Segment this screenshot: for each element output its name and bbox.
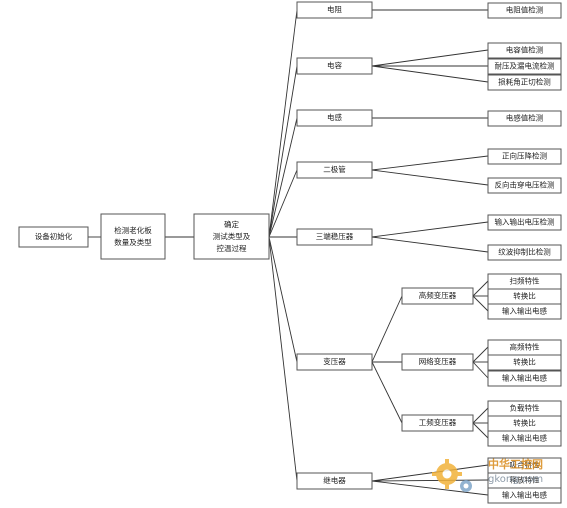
svg-text:输入输出电感: 输入输出电感: [502, 373, 547, 383]
svg-text:继电器: 继电器: [323, 475, 346, 485]
edge-to-diode: [268, 169, 298, 238]
node-pf-transformer: 工频变压器: [401, 414, 474, 432]
edge-to-transformer: [268, 236, 298, 363]
svg-text:电阻值检测: 电阻值检测: [506, 5, 544, 15]
edge-to-pf-transformer: [371, 361, 403, 424]
edge-relay-test-2: [371, 479, 489, 482]
node-transformer: 变压器: [296, 353, 373, 371]
edge-to-capacitor: [268, 65, 298, 238]
edge-diode-test-2: [371, 169, 489, 186]
svg-text:电容: 电容: [327, 60, 342, 70]
svg-text:扫频特性: 扫频特性: [510, 276, 540, 286]
svg-text:输入输出电压检测: 输入输出电压检测: [495, 217, 555, 227]
edge-diode-test-1: [371, 155, 489, 171]
svg-text:数量及类型: 数量及类型: [114, 237, 152, 247]
svg-text:三端稳压器: 三端稳压器: [316, 231, 354, 241]
svg-text:测试类型及: 测试类型及: [213, 231, 251, 241]
svg-text:纹波抑制比检测: 纹波抑制比检测: [498, 247, 551, 257]
test-hf-io-inductance: 输入输出电感: [487, 303, 562, 320]
node-relay: 继电器: [296, 472, 373, 490]
test-relay-io-inductance: 输入输出电感: [487, 487, 562, 504]
svg-text:正向压降检测: 正向压降检测: [502, 151, 547, 161]
svg-text:变压器: 变压器: [323, 356, 346, 366]
test-forward-drop: 正向压降检测: [487, 148, 562, 165]
node-capacitor: 电容: [296, 57, 373, 75]
test-capacitance: 电容值检测: [487, 42, 562, 59]
test-net-ratio: 转换比: [487, 354, 562, 371]
node-inductor: 电感: [296, 109, 373, 127]
edge-to-relay: [268, 236, 298, 482]
test-inductance: 电感值检测: [487, 110, 562, 127]
edge-pf-test-3: [472, 422, 489, 439]
svg-text:输入输出电感: 输入输出电感: [502, 306, 547, 316]
svg-text:负载特性: 负载特性: [510, 403, 540, 413]
test-withstand-leakage: 耐压及漏电流检测: [487, 58, 562, 75]
svg-text:高频特性: 高频特性: [510, 342, 540, 352]
svg-text:反向击穿电压检测: 反向击穿电压检测: [495, 180, 555, 190]
svg-text:释放特性: 释放特性: [510, 475, 540, 485]
svg-text:高频变压器: 高频变压器: [419, 290, 457, 300]
test-pf-io-inductance: 输入输出电感: [487, 430, 562, 447]
edge-relay-test-1: [371, 464, 489, 482]
gear-logo-icon: [432, 459, 472, 492]
svg-text:转换比: 转换比: [513, 291, 536, 301]
edge-pf-test-1: [472, 407, 489, 424]
svg-text:电容值检测: 电容值检测: [506, 45, 544, 55]
test-resistance: 电阻值检测: [487, 2, 562, 19]
edge-capacitor-test-3: [371, 65, 489, 83]
svg-text:二极管: 二极管: [323, 164, 346, 174]
watermark-url: gkong.com: [488, 474, 543, 485]
svg-text:吸合特性: 吸合特性: [510, 460, 540, 470]
edge-to-resistor: [268, 9, 298, 238]
edge-to-hf-transformer: [371, 295, 403, 363]
edge-hf-test-3: [472, 295, 489, 312]
test-loss-angle: 损耗角正切检测: [487, 74, 562, 91]
edge-relay-test-3: [371, 480, 489, 496]
test-io-voltage: 输入输出电压检测: [487, 214, 562, 231]
test-pf-load: 负载特性: [487, 400, 562, 417]
test-reverse-breakdown: 反向击穿电压检测: [487, 177, 562, 194]
svg-text:控温过程: 控温过程: [217, 243, 247, 253]
svg-text:检测老化板: 检测老化板: [114, 225, 152, 235]
node-init: 设备初始化: [18, 226, 89, 248]
test-ripple-rejection: 纹波抑制比检测: [487, 244, 562, 261]
svg-text:转换比: 转换比: [513, 418, 536, 428]
svg-text:工频变压器: 工频变压器: [419, 417, 457, 427]
watermark-text: 中华工控网: [488, 457, 543, 471]
watermark: 中华工控网 gkong.com: [432, 457, 543, 492]
svg-text:转换比: 转换比: [513, 357, 536, 367]
node-hf-transformer: 高频变压器: [401, 287, 474, 305]
svg-text:输入输出电感: 输入输出电感: [502, 433, 547, 443]
svg-text:电感值检测: 电感值检测: [506, 113, 544, 123]
svg-text:损耗角正切检测: 损耗角正切检测: [498, 77, 551, 87]
test-net-hf: 高频特性: [487, 339, 562, 356]
svg-text:耐压及漏电流检测: 耐压及漏电流检测: [495, 61, 555, 71]
node-diode: 二极管: [296, 161, 373, 179]
test-pf-ratio: 转换比: [487, 415, 562, 432]
svg-text:输入输出电感: 输入输出电感: [502, 490, 547, 500]
edge-net-test-3: [472, 361, 489, 379]
node-net-transformer: 网络变压器: [401, 353, 474, 371]
edge-hf-test-1: [472, 280, 489, 297]
node-determine: 确定 测试类型及 控温过程: [193, 213, 270, 260]
node-resistor: 电阻: [296, 1, 373, 19]
edge-to-inductor: [268, 117, 298, 238]
node-detect: 检测老化板 数量及类型: [100, 213, 166, 260]
connectors: [88, 9, 489, 496]
edge-regulator-test-2: [371, 236, 489, 253]
test-hf-ratio: 转换比: [487, 288, 562, 305]
svg-text:确定: 确定: [224, 219, 239, 229]
node-regulator: 三端稳压器: [296, 228, 373, 246]
svg-text:电感: 电感: [327, 112, 342, 122]
svg-text:设备初始化: 设备初始化: [35, 231, 73, 241]
test-hf-sweep: 扫频特性: [487, 273, 562, 290]
edge-capacitor-test-1: [371, 49, 489, 67]
edge-net-test-1: [472, 346, 489, 363]
edge-regulator-test-1: [371, 221, 489, 238]
test-net-io-inductance: 输入输出电感: [487, 370, 562, 387]
svg-text:网络变压器: 网络变压器: [419, 356, 457, 366]
svg-text:电阻: 电阻: [327, 4, 342, 14]
